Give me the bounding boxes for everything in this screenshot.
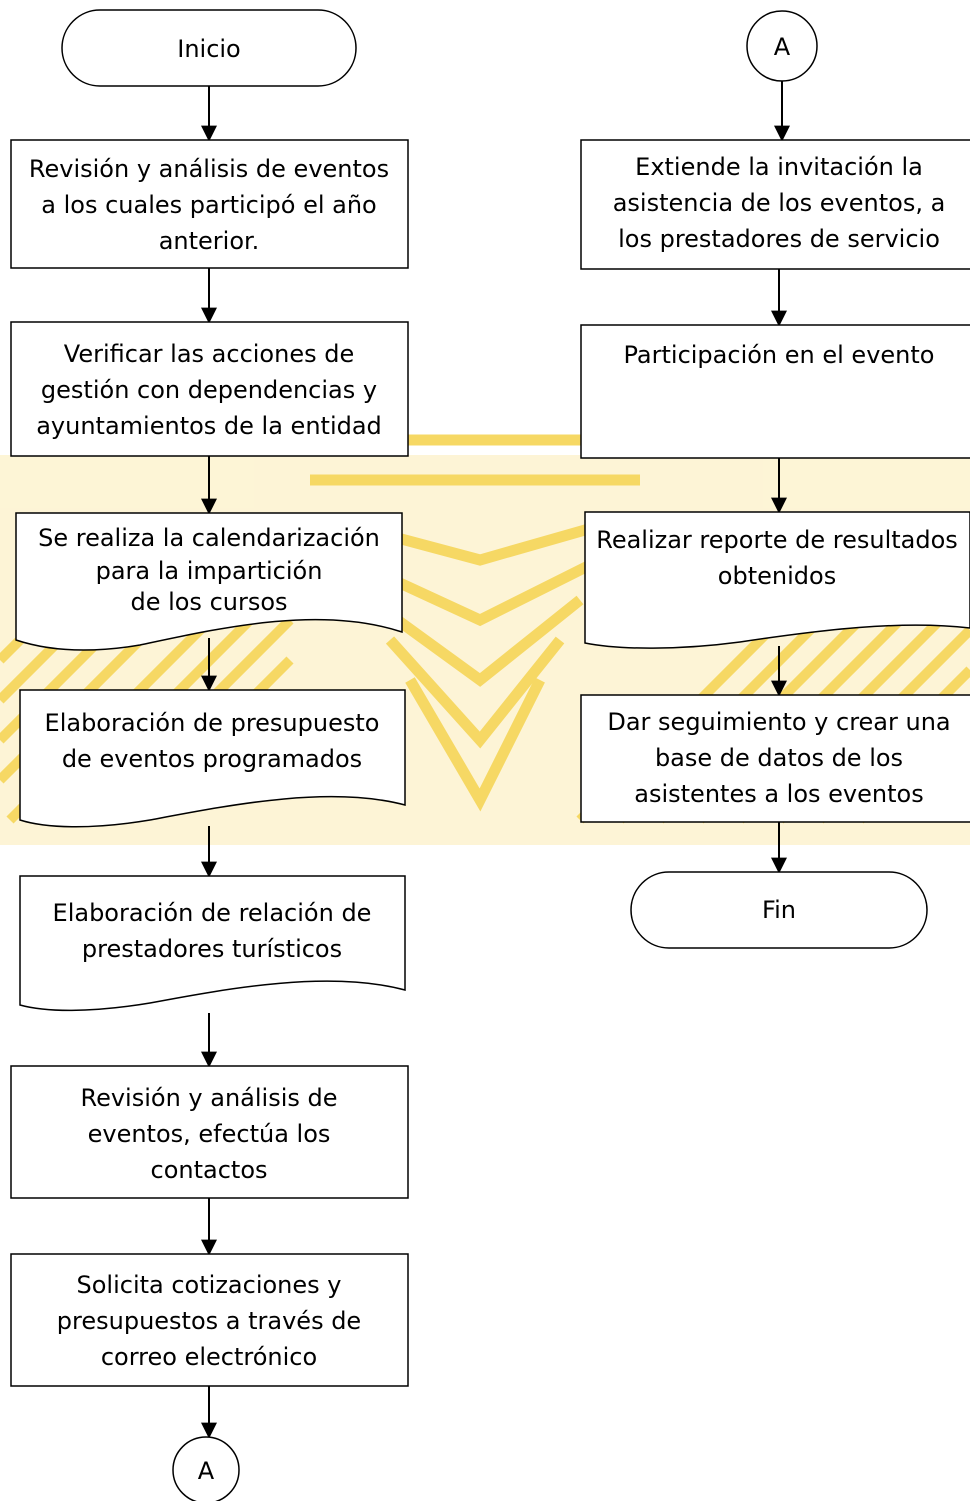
process-step-participation (580, 324, 970, 459)
document-step-providers-list (19, 875, 406, 1012)
document-step-budget-line2: de eventos programados (62, 745, 362, 773)
document-step-results-report-line2: obtenidos (718, 562, 836, 590)
process-step-followup-database-line2: base de datos de los (655, 744, 903, 772)
document-step-calendarization-line3: de los cursos (130, 588, 287, 616)
connector-a-out-label: A (198, 1457, 215, 1485)
process-step-verify-actions (10, 321, 409, 457)
process-step-participation-line1: Participación en el evento (624, 341, 935, 369)
process-step-quotes-line1: Solicita cotizaciones y (77, 1271, 342, 1299)
process-step-review-events-line3: anterior. (159, 227, 260, 255)
process-step-review-events-line2: a los cuales participó el año (41, 191, 376, 219)
process-step-invitation-line2: asistencia de los eventos, a (613, 189, 946, 217)
connector-a-out (172, 1436, 240, 1501)
document-step-providers-list-line1: Elaboración de relación de (53, 899, 372, 927)
process-step-contacts-line2: eventos, efectúa los (88, 1120, 331, 1148)
process-step-quotes-line3: correo electrónico (101, 1343, 317, 1371)
process-step-followup-database-line1: Dar seguimiento y crear una (607, 708, 950, 736)
process-step-invitation-line1: Extiende la invitación la (635, 153, 923, 181)
process-step-quotes (10, 1253, 409, 1387)
document-step-providers-list-line2: prestadores turísticos (82, 935, 342, 963)
process-step-followup-database-line3: asistentes a los eventos (634, 780, 923, 808)
process-step-contacts-line3: contactos (151, 1156, 268, 1184)
document-step-results-report (584, 511, 970, 649)
process-step-contacts (10, 1065, 409, 1199)
document-step-calendarization-line2: para la impartición (96, 557, 323, 585)
document-step-calendarization (15, 512, 403, 651)
process-step-verify-actions-line1: Verificar las acciones de (64, 340, 354, 368)
document-step-results-report-line1: Realizar reporte de resultados (596, 526, 958, 554)
document-step-calendarization-line1: Se realiza la calendarización (38, 524, 380, 552)
process-step-quotes-line2: presupuestos a través de (57, 1307, 361, 1335)
process-step-review-events (10, 139, 409, 269)
process-step-contacts-line1: Revisión y análisis de (80, 1084, 337, 1112)
process-step-followup-database (580, 694, 970, 823)
process-step-review-events-line1: Revisión y análisis de eventos (29, 155, 389, 183)
start-label: Inicio (177, 35, 241, 63)
process-step-invitation-line3: los prestadores de servicio (618, 225, 940, 253)
end-label: Fin (762, 896, 796, 924)
document-step-budget-line1: Elaboración de presupuesto (45, 709, 380, 737)
connector-a-in-label: A (774, 33, 791, 61)
process-step-verify-actions-line3: ayuntamientos de la entidad (36, 412, 382, 440)
document-step-budget (19, 689, 406, 828)
process-step-invitation (580, 139, 970, 270)
end-terminator (630, 871, 928, 949)
process-step-verify-actions-line2: gestión con dependencias y (41, 376, 377, 404)
